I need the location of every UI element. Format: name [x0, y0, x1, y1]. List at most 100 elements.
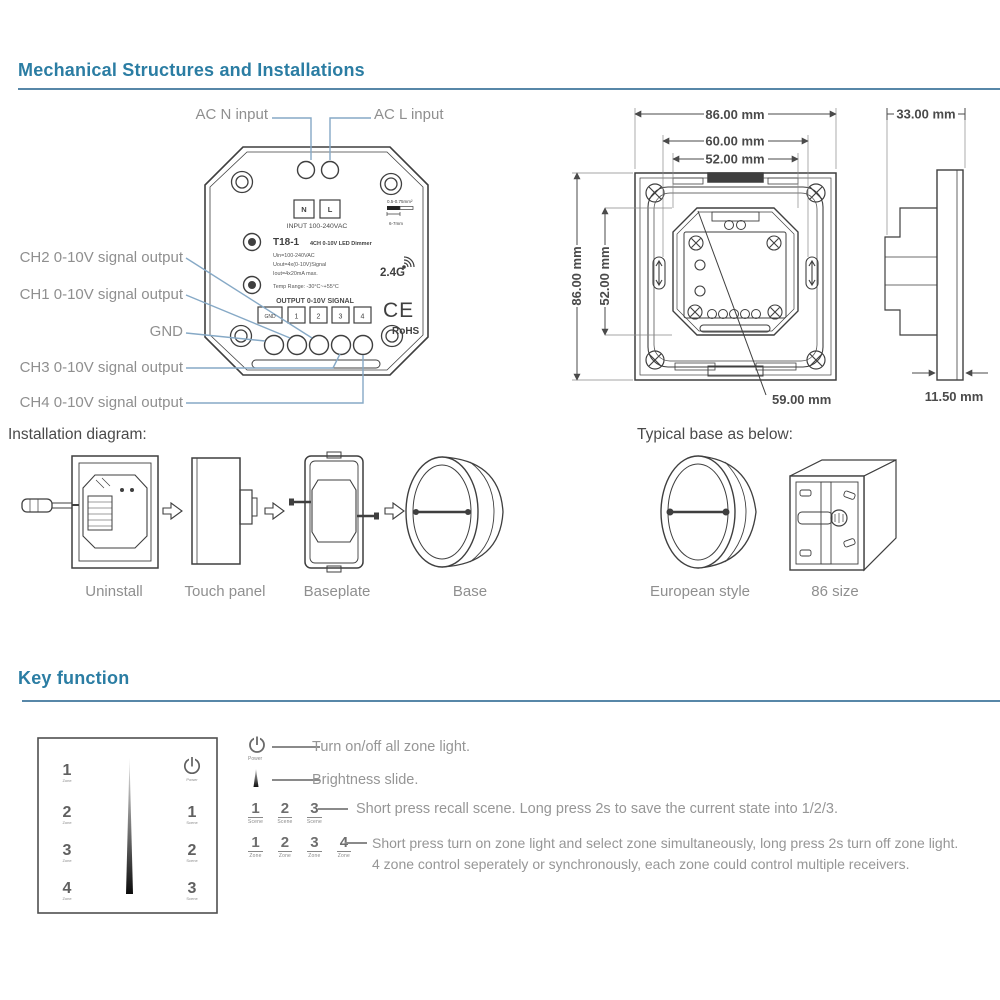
installation-title: Installation diagram:	[8, 426, 147, 443]
section-rule-2	[22, 700, 1000, 702]
callout-gnd: GND	[149, 323, 183, 340]
panel-scene-2-key[interactable]: 2	[188, 842, 197, 859]
baseplate-drawing	[289, 451, 379, 573]
panel-power-sub: Power	[186, 777, 198, 782]
zone-key-3-sub: Zone	[308, 853, 321, 859]
arrow-right-icon	[384, 501, 405, 521]
step-label-uninstall: Uninstall	[85, 583, 143, 600]
zone-key-1-sub: Zone	[249, 853, 262, 859]
arrow-right-icon	[162, 501, 183, 521]
rf-band-label: 2.4G	[380, 267, 405, 279]
panel-zone-2-sub: Zone	[62, 820, 72, 825]
rf-waves-icon	[402, 256, 415, 269]
zone-key-4-sub: Zone	[337, 853, 350, 859]
back-view	[634, 172, 837, 396]
terminal-box-n	[293, 199, 315, 219]
typical-base-title: Typical base as below:	[637, 426, 793, 443]
scene-key-2-sub: Scene	[277, 819, 293, 825]
dim-module: 59.00 mm	[772, 392, 831, 407]
input-rating-label: INPUT 100-240VAC	[287, 223, 348, 230]
terminal-box-l	[319, 199, 341, 219]
panel-zone-4-key[interactable]: 4	[63, 880, 72, 897]
spec-line-3: Iout=4x20mA max.	[273, 271, 318, 277]
terminal-3-label: 3	[339, 314, 343, 321]
device-front-diagram: N L INPUT 100-240VAC T18-1 4CH 0-10V LED…	[185, 117, 429, 404]
screwdriver-icon	[21, 498, 79, 513]
panel-zone-2-key[interactable]: 2	[63, 804, 72, 821]
wire-spec-label: 0.5-0.75mm²	[387, 199, 413, 204]
86-size-box-drawing	[789, 459, 897, 572]
panel-zone-4-sub: Zone	[62, 896, 72, 901]
legend-dash	[318, 808, 348, 810]
dim-width-outer: 86.00 mm	[705, 107, 764, 122]
brightness-slider[interactable]	[126, 758, 133, 894]
model-description: 4CH 0-10V LED Dimmer	[310, 241, 373, 247]
model-number: T18-1	[273, 237, 300, 248]
panel-scene-3-key[interactable]: 3	[188, 880, 197, 897]
callout-ch2: CH2 0-10V signal output	[19, 249, 183, 266]
spec-line-1: Uin=100-240VAC	[273, 253, 315, 259]
ac-l-hole	[320, 160, 340, 180]
touch-panel-drawing	[191, 457, 258, 565]
panel-scene-1-sub: Scene	[186, 820, 198, 825]
panel-zone-1-sub: Zone	[62, 778, 72, 783]
step-label-baseplate: Baseplate	[303, 583, 371, 600]
legend-brightness-text: Brightness slide.	[312, 772, 419, 788]
callout-ch3: CH3 0-10V signal output	[19, 359, 183, 376]
step-label-base: Base	[452, 583, 488, 600]
base-drawing	[405, 456, 504, 568]
scene-key-2: 2	[277, 801, 293, 818]
panel-power-key[interactable]	[183, 757, 201, 775]
installation-steps-diagram	[21, 451, 504, 573]
dim-height-outer: 86.00 mm	[569, 246, 584, 305]
callout-ch1: CH1 0-10V signal output	[19, 286, 183, 303]
dim-width-mid: 60.00 mm	[705, 134, 764, 149]
dim-width-inner: 52.00 mm	[705, 152, 764, 167]
terminal-2-label: 2	[317, 314, 321, 321]
scene-key-1: 1	[248, 801, 263, 818]
scene-key-3: 3	[307, 801, 322, 818]
output-signal-label: OUTPUT 0-10V SIGNAL	[276, 298, 355, 305]
legend-power-text: Turn on/off all zone light.	[312, 739, 470, 755]
output-terminal-boxes	[257, 306, 372, 324]
legend-dash	[345, 842, 367, 844]
spec-line-4: Temp Range: -30°C~+55°C	[273, 284, 339, 290]
section-title-key-function: Key function	[18, 668, 130, 688]
module-screws	[687, 235, 783, 320]
ce-mark: CE	[383, 299, 414, 322]
panel-zone-1-key[interactable]: 1	[63, 762, 72, 779]
panel-scene-3-sub: Scene	[186, 896, 198, 901]
legend-zone-text-line1: Short press turn on zone light and selec…	[372, 835, 959, 851]
zone-key-2: 2	[277, 835, 293, 852]
terminal-l-label: L	[328, 205, 333, 214]
power-icon	[249, 736, 265, 753]
side-view	[884, 169, 964, 381]
section-rule	[18, 88, 1000, 90]
zone-key-2-sub: Zone	[278, 853, 292, 859]
panel-zone-3-sub: Zone	[62, 858, 72, 863]
callout-ac-l: AC L input	[374, 106, 444, 123]
dim-panel-thickness: 11.50 mm	[925, 389, 984, 404]
european-base-drawing	[660, 455, 757, 569]
arrow-right-icon	[264, 501, 285, 521]
base-label-european: European style	[649, 583, 751, 600]
typical-base-diagram	[660, 455, 897, 572]
touch-panel-face: 1 2 3 4 1 2 3 Zone Zone Zone Zone Power …	[37, 737, 218, 914]
uninstall-drawing	[21, 455, 159, 569]
power-icon-sub: Power	[248, 756, 263, 762]
base-label-86-size: 86 size	[811, 583, 859, 600]
step-label-touch-panel: Touch panel	[184, 583, 266, 600]
terminal-1-label: 1	[295, 314, 299, 321]
legend-scene-text: Short press recall scene. Long press 2s …	[356, 801, 838, 817]
zone-key-3: 3	[307, 835, 322, 852]
zone-key-4: 4	[336, 835, 352, 852]
panel-scene-1-key[interactable]: 1	[188, 804, 197, 821]
legend-dash	[272, 746, 320, 748]
callout-ch4: CH4 0-10V signal output	[19, 394, 183, 411]
callout-ac-n: AC N input	[195, 106, 268, 123]
legend-dash	[272, 779, 320, 781]
panel-zone-3-key[interactable]: 3	[63, 842, 72, 859]
